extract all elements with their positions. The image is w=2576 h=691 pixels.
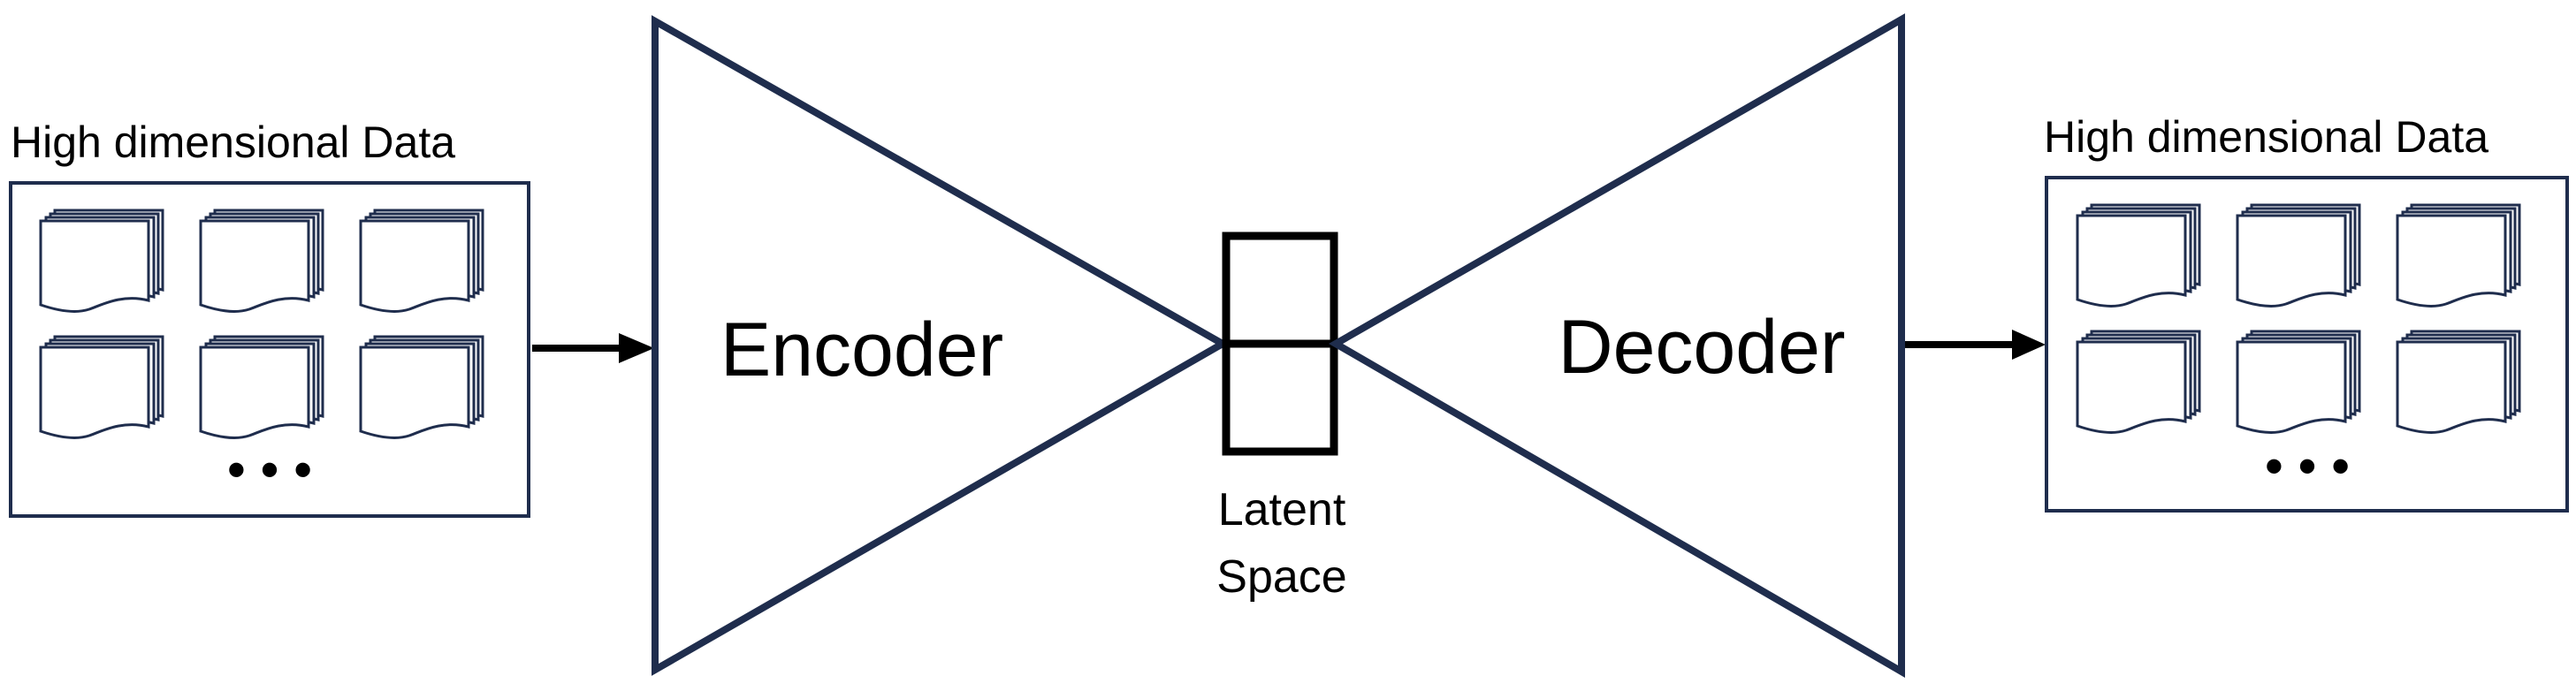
decoder-to-output-arrow	[1905, 330, 2046, 360]
document-stack-icon	[2076, 203, 2201, 308]
input-to-encoder-arrow	[532, 333, 654, 363]
input-document-grid	[39, 209, 484, 439]
latent-label-line2: Space	[1216, 551, 1346, 603]
document-page-front	[2236, 340, 2347, 434]
document-stack-icon	[2236, 203, 2361, 308]
latent-label-line1: Latent	[1218, 484, 1346, 535]
output-document-grid	[2076, 203, 2521, 434]
output-data-box	[2045, 176, 2569, 513]
output-panel: High dimensional Data • • •	[2044, 112, 2569, 513]
latent-vector-top-cell	[1222, 232, 1338, 348]
document-page-front	[2396, 340, 2507, 434]
document-stack-icon	[359, 335, 484, 439]
document-page-front	[39, 346, 150, 439]
latent-vector-bottom-cell	[1222, 339, 1338, 456]
output-title: High dimensional Data	[2044, 112, 2488, 162]
encoder-block: Encoder	[652, 15, 1231, 676]
decoder-trapezoid	[1328, 13, 1905, 678]
input-data-box	[9, 181, 530, 518]
document-stack-icon	[39, 335, 164, 439]
document-page-front	[2076, 340, 2187, 434]
document-page-front	[39, 219, 150, 313]
input-ellipsis: • • •	[227, 440, 312, 499]
document-page-front	[199, 346, 310, 439]
document-page-front	[199, 219, 310, 313]
document-page-front	[359, 219, 470, 313]
encoder-trapezoid	[652, 15, 1231, 676]
document-stack-icon	[199, 209, 324, 313]
latent-space: Latent Space	[1216, 232, 1347, 603]
document-page-front	[2396, 214, 2507, 308]
encoder-label: Encoder	[720, 308, 1003, 392]
output-ellipsis: • • •	[2265, 437, 2350, 496]
decoder-label: Decoder	[1558, 305, 1845, 390]
document-stack-icon	[2236, 330, 2361, 434]
document-stack-icon	[2076, 330, 2201, 434]
document-stack-icon	[2396, 330, 2521, 434]
document-stack-icon	[359, 209, 484, 313]
document-page-front	[2236, 214, 2347, 308]
document-stack-icon	[2396, 203, 2521, 308]
decoder-block: Decoder	[1328, 13, 1905, 678]
document-stack-icon	[39, 209, 164, 313]
input-title: High dimensional Data	[11, 118, 455, 167]
input-panel: High dimensional Data • • •	[9, 118, 530, 518]
document-stack-icon	[199, 335, 324, 439]
document-page-front	[359, 346, 470, 439]
document-page-front	[2076, 214, 2187, 308]
